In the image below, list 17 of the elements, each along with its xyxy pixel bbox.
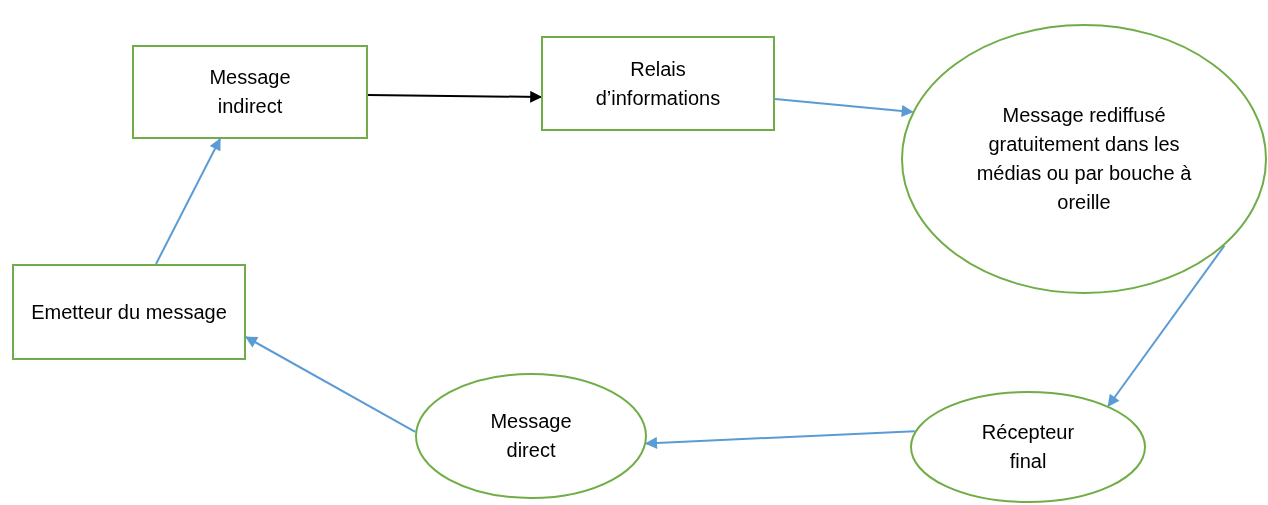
node-label: Récepteur final — [980, 420, 1076, 474]
arrow — [645, 430, 916, 449]
ellipse-node — [415, 373, 647, 499]
node-label: Message rediffusé gratuitement dans les médias ou par bouche à oreille — [975, 103, 1193, 215]
arrow — [774, 98, 914, 117]
arrow — [1107, 244, 1226, 407]
process-box — [541, 36, 775, 131]
node-label: Emetteur du message — [31, 299, 227, 325]
arrow — [367, 90, 543, 103]
node-label: Message indirect — [208, 65, 292, 119]
node-label: Relais d’informations — [594, 56, 722, 111]
arrow — [155, 137, 221, 265]
ellipse-node — [901, 24, 1267, 294]
process-box — [12, 264, 246, 360]
node-label: Message direct — [489, 409, 573, 463]
ellipse-node — [910, 391, 1146, 503]
process-box — [132, 45, 368, 139]
